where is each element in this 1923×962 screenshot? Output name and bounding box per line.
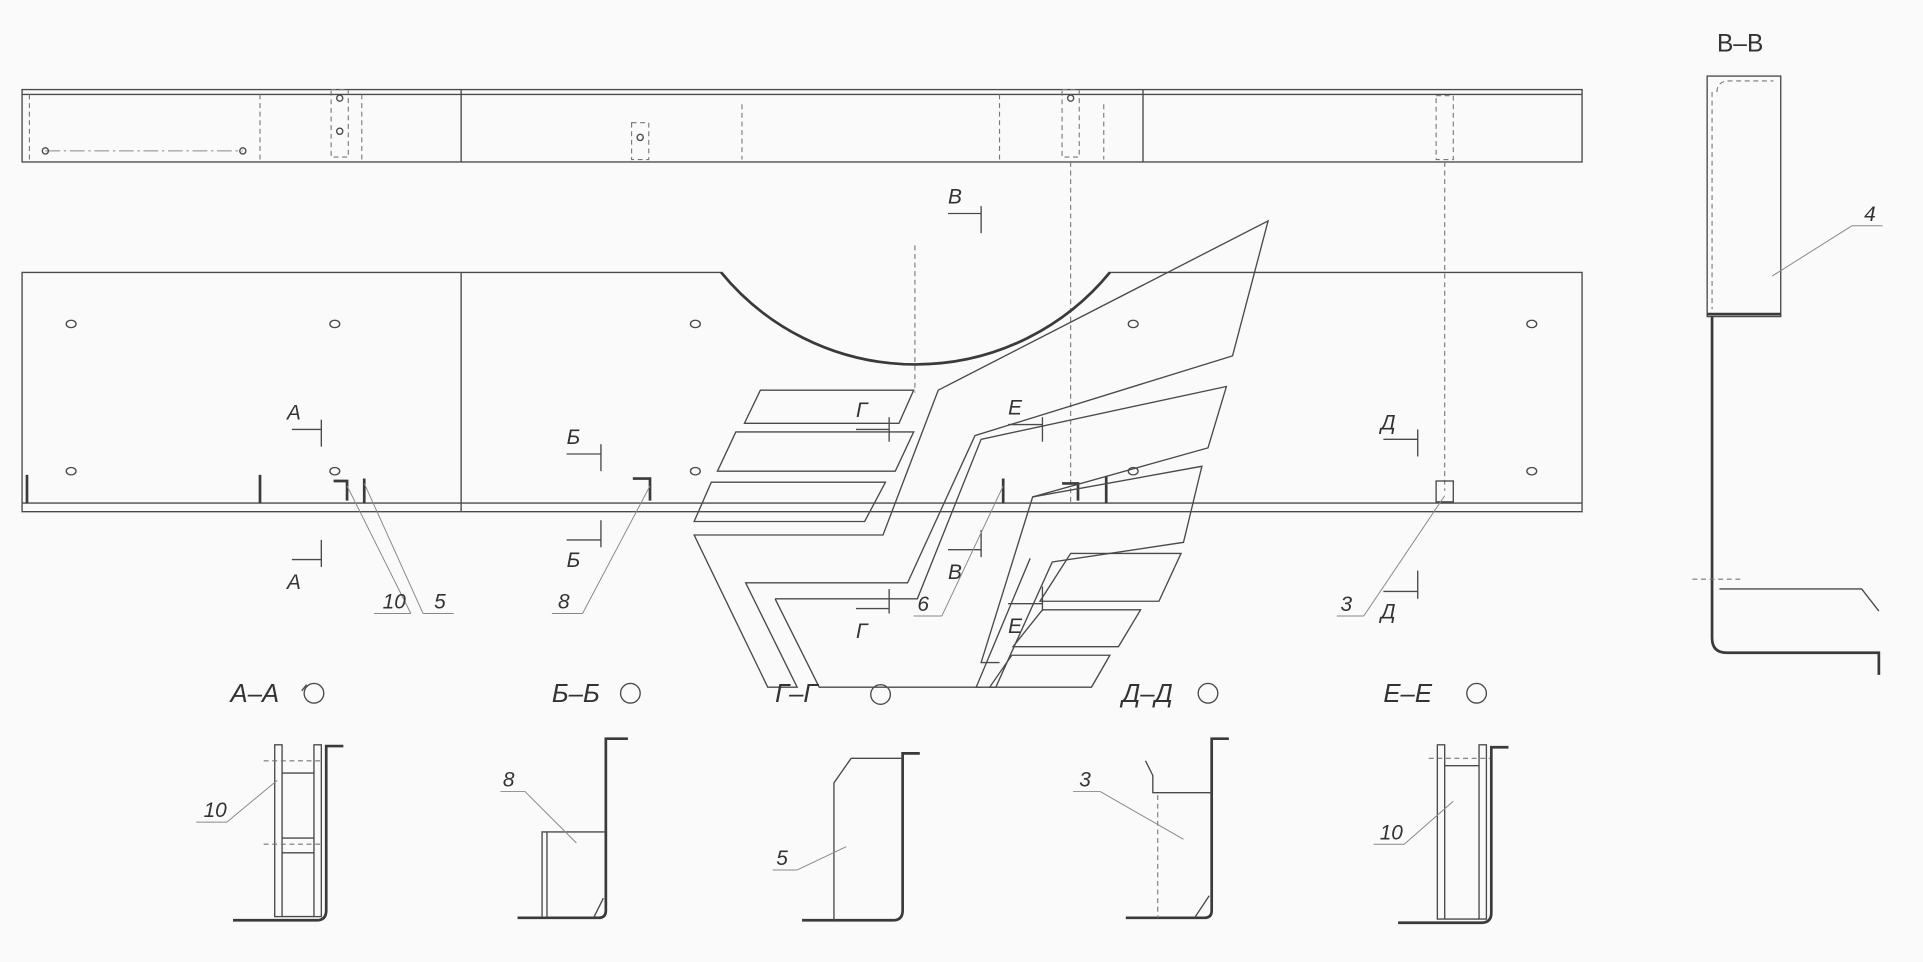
svg-text:8: 8 [503, 769, 515, 792]
section-aa: А–А 10 [196, 680, 344, 922]
callout-10-ee: 10 [1373, 800, 1454, 845]
cut-marker-g-bottom: Г [856, 588, 890, 643]
callout-8-bb: 8 [500, 769, 577, 844]
cut-marker-e-bottom: Е [1008, 586, 1044, 638]
svg-text:Г: Г [856, 620, 869, 643]
section-dd: Д–Д 3 [1073, 680, 1229, 920]
svg-text:Б: Б [567, 549, 581, 572]
svg-text:А–А: А–А [229, 680, 280, 708]
front-view [21, 219, 1583, 688]
callout-10-aa: 10 [196, 780, 278, 823]
rotation-icon [1197, 682, 1219, 704]
rotation-icon [303, 682, 325, 704]
cut-marker-d-bottom: Д [1379, 570, 1419, 623]
overlay-logo-outlines [693, 219, 1270, 688]
rotation-icon [619, 682, 641, 704]
section-bb: Б–Б 8 [500, 680, 641, 920]
svg-text:5: 5 [776, 847, 788, 870]
callout-5-gg: 5 [772, 846, 847, 871]
svg-text:Д–Д: Д–Д [1119, 680, 1173, 708]
section-ee: Е–Е 10 [1373, 680, 1509, 925]
cut-marker-d-top: Д [1379, 411, 1419, 457]
svg-text:Г–Г: Г–Г [775, 680, 819, 708]
svg-text:Е–Е: Е–Е [1383, 680, 1432, 708]
section-gg: Г–Г 5 [772, 680, 920, 922]
cut-marker-a-bottom: А [285, 539, 322, 594]
svg-text:3: 3 [1079, 769, 1091, 792]
section-cut-markers: А А Б Б В В Г Г Е Е Д Д [285, 186, 1419, 643]
callout-4: 4 [1771, 203, 1883, 277]
rotation-icon [1466, 682, 1488, 704]
cut-marker-b-top: Б [567, 426, 602, 472]
top-view [21, 88, 1583, 504]
cut-marker-v-bottom: В [948, 530, 982, 584]
svg-text:10: 10 [204, 799, 228, 822]
svg-text:В: В [948, 561, 962, 584]
svg-text:Г: Г [856, 399, 869, 422]
svg-text:В: В [948, 186, 962, 209]
svg-text:Е: Е [1008, 615, 1023, 638]
svg-text:10: 10 [383, 591, 407, 614]
svg-text:А: А [285, 571, 301, 594]
svg-text:Б: Б [567, 426, 581, 449]
section-vv: В–В 4 [1692, 31, 1883, 675]
callout-8: 8 [551, 485, 651, 615]
svg-text:5: 5 [434, 591, 446, 614]
svg-text:6: 6 [917, 593, 929, 616]
cut-marker-g-top: Г [856, 399, 890, 442]
callout-3-dd: 3 [1073, 769, 1184, 840]
svg-text:В–В: В–В [1717, 31, 1763, 58]
svg-text:4: 4 [1864, 203, 1876, 226]
brackets [25, 474, 1454, 504]
svg-text:Д: Д [1379, 600, 1396, 623]
callout-5: 5 [363, 483, 454, 615]
cut-marker-b-bottom: Б [567, 520, 602, 572]
svg-text:10: 10 [1380, 821, 1404, 844]
rotation-icon [870, 684, 892, 705]
front-callouts: 10 5 8 6 3 [346, 483, 1446, 617]
callout-3: 3 [1336, 495, 1446, 617]
svg-text:А: А [285, 402, 301, 425]
cut-marker-v-top: В [948, 186, 982, 234]
mounting-holes [65, 319, 1538, 476]
svg-text:Е: Е [1008, 397, 1023, 420]
svg-text:Б–Б: Б–Б [552, 680, 600, 708]
svg-text:8: 8 [558, 591, 570, 614]
cut-marker-a-top: А [285, 402, 322, 447]
cut-marker-e-top: Е [1008, 397, 1044, 442]
callout-10: 10 [346, 485, 412, 615]
callout-6: 6 [913, 485, 1004, 617]
svg-text:3: 3 [1340, 593, 1352, 616]
svg-text:Д: Д [1379, 411, 1396, 434]
